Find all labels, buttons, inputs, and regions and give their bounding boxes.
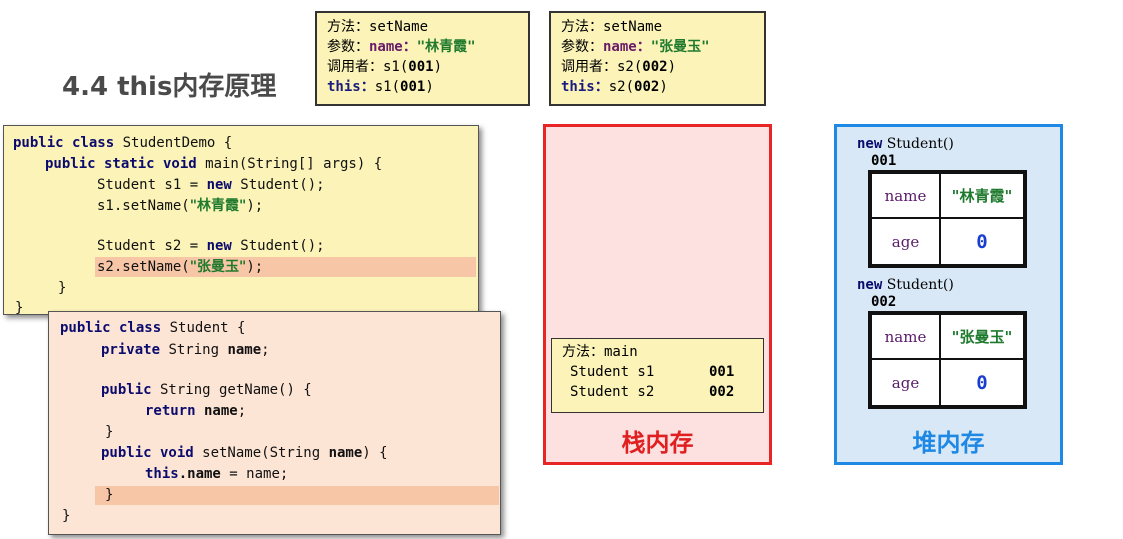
this-label: this： <box>561 79 609 95</box>
caller-end: ) <box>433 59 443 75</box>
param-label: 参数： <box>327 39 369 55</box>
code-line: return name; <box>145 403 247 419</box>
this-addr: 001 <box>400 79 426 95</box>
code-line: } <box>105 424 114 440</box>
field-name-cell: age <box>870 217 941 266</box>
field-value-cell: 0 <box>939 358 1025 407</box>
code-line: public String getName() { <box>101 382 312 398</box>
frame-method-label: 方法： <box>562 344 604 360</box>
object-table: name "张曼玉" age 0 <box>868 311 1027 409</box>
var-decl: Student s2 <box>570 384 655 400</box>
current-line-highlight <box>95 257 476 277</box>
var-addr: 002 <box>709 384 735 400</box>
method-info-box-1: 方法：setName 参数：name："林青霞" 调用者：s1(001) thi… <box>315 11 530 106</box>
field-value-cell: 0 <box>939 217 1025 266</box>
heap-memory: new Student() 001 name "林青霞" age 0 new S… <box>834 124 1063 465</box>
code-panel-student-demo: public class StudentDemo { public static… <box>3 125 479 316</box>
method-label: 方法： <box>327 19 369 35</box>
code-line: public class StudentDemo { <box>13 135 233 151</box>
stack-memory: 方法：main Student s1 001 Student s2 002 栈内… <box>543 124 772 465</box>
stack-var-row: Student s1 001 <box>562 362 763 382</box>
this-value: s1( <box>374 79 401 95</box>
heap-label: 堆内存 <box>912 429 985 457</box>
caller-end: ) <box>667 59 677 75</box>
caller-addr: 001 <box>408 59 434 75</box>
param-label: 参数： <box>561 39 603 55</box>
code-line: } <box>58 280 67 296</box>
method-label: 方法： <box>561 19 603 35</box>
field-name-cell: name <box>870 172 941 219</box>
field-name-cell: name <box>870 313 941 360</box>
field-value-cell: "林青霞" <box>939 172 1025 219</box>
code-line: this.name = name; <box>145 466 289 482</box>
field-name-cell: age <box>870 358 941 407</box>
this-addr: 002 <box>634 79 660 95</box>
caller-value: s2( <box>617 59 643 75</box>
param-value: "林青霞" <box>416 39 476 55</box>
caller-label: 调用者： <box>561 59 617 75</box>
method-name: setName <box>369 19 429 35</box>
code-panel-student: public class Student { private String na… <box>48 311 501 535</box>
object-id: 002 <box>871 294 897 310</box>
object-header: new Student() <box>857 277 954 293</box>
caller-value: s1( <box>383 59 409 75</box>
this-end: ) <box>425 79 434 95</box>
param-value: "张曼玉" <box>650 39 710 55</box>
current-line-highlight <box>95 486 499 505</box>
this-value: s2( <box>608 79 635 95</box>
method-name: setName <box>603 19 663 35</box>
stack-var-row: Student s2 002 <box>562 382 763 402</box>
code-line: } <box>105 487 114 503</box>
code-line: public static void main(String[] args) { <box>45 156 383 172</box>
object-table: name "林青霞" age 0 <box>868 170 1027 268</box>
code-line: Student s2 = new Student(); <box>97 238 325 254</box>
stack-label: 栈内存 <box>621 429 694 457</box>
code-line: } <box>62 508 71 524</box>
object-header: new Student() <box>857 136 954 152</box>
code-line: s2.setName("张曼玉"); <box>97 259 264 275</box>
stack-frame-main: 方法：main Student s1 001 Student s2 002 <box>551 338 764 413</box>
this-end: ) <box>659 79 668 95</box>
code-line: private String name; <box>101 342 270 358</box>
this-label: this： <box>327 79 375 95</box>
var-decl: Student s1 <box>570 364 655 380</box>
object-id: 001 <box>871 153 897 169</box>
code-line: s1.setName("林青霞"); <box>97 198 264 214</box>
code-line: public void setName(String name) { <box>101 445 388 461</box>
caller-addr: 002 <box>642 59 668 75</box>
var-addr: 001 <box>709 364 735 380</box>
code-line: Student s1 = new Student(); <box>97 177 325 193</box>
code-line: public class Student { <box>60 320 246 336</box>
code-line: } <box>15 300 24 316</box>
frame-method-name: main <box>604 344 638 360</box>
field-value-cell: "张曼玉" <box>939 313 1025 360</box>
method-info-box-2: 方法：setName 参数：name："张曼玉" 调用者：s2(002) thi… <box>549 11 766 106</box>
section-title: 4.4 this内存原理 <box>62 72 277 102</box>
caller-label: 调用者： <box>327 59 383 75</box>
param-name: name： <box>603 39 651 55</box>
param-name: name： <box>369 39 417 55</box>
